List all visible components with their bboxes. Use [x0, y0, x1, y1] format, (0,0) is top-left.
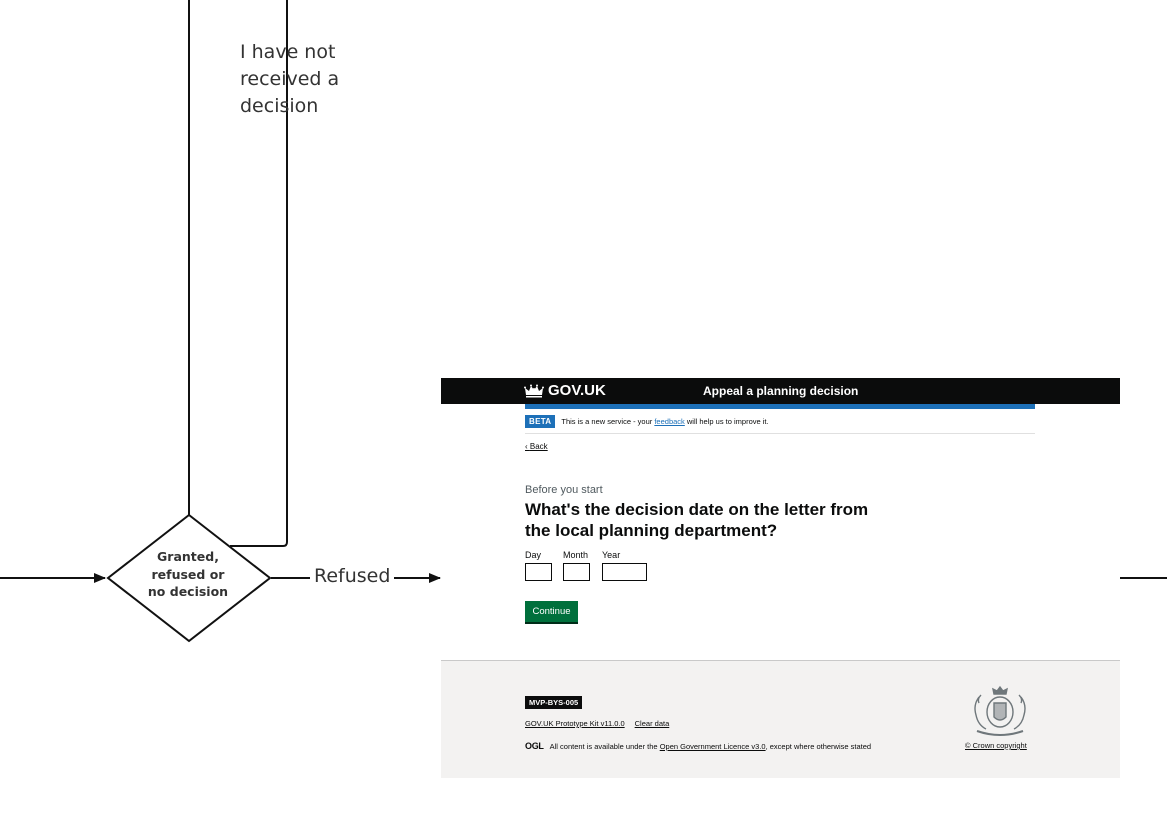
- beta-text-after: will help us to improve it.: [684, 417, 769, 426]
- screenshot-decision-date-page: GOV.UK Appeal a planning decision BETA T…: [441, 378, 1120, 778]
- licence-link[interactable]: Open Government Licence v3.0: [659, 741, 766, 751]
- crown-copyright-link[interactable]: © Crown copyright: [965, 741, 1027, 750]
- not-received-label: I have not received a decision: [240, 41, 340, 117]
- decision-node-label: Granted, refused or no decision: [120, 548, 256, 601]
- royal-crest-icon: [974, 685, 1026, 736]
- month-label: Month: [563, 550, 589, 560]
- month-field: Month: [563, 550, 590, 581]
- back-link-text: Back: [529, 442, 548, 451]
- beta-text: This is a new service - your feedback wi…: [561, 415, 768, 428]
- back-link[interactable]: ‹ Back: [525, 442, 548, 451]
- licence-row: OGL All content is available under the O…: [525, 741, 871, 751]
- licence-text-before: All content is available under the: [549, 741, 660, 751]
- day-input[interactable]: [525, 563, 552, 581]
- decision-node-line: Granted,: [157, 549, 219, 564]
- month-input[interactable]: [563, 563, 590, 581]
- gov-logo-text: GOV.UK: [548, 382, 606, 399]
- refused-label: Refused: [310, 563, 395, 590]
- page-title: What's the decision date on the letter f…: [525, 500, 869, 540]
- not-received-edge: [230, 0, 288, 547]
- page-caption: Before you start: [525, 484, 603, 496]
- decision-diamond: [106, 513, 272, 643]
- feedback-link[interactable]: feedback: [654, 417, 685, 426]
- year-label: Year: [602, 550, 621, 560]
- gov-logo[interactable]: GOV.UK: [524, 382, 606, 400]
- gov-header: GOV.UK Appeal a planning decision: [441, 378, 1120, 404]
- crown-icon: [524, 384, 544, 398]
- licence-text-after: , except where otherwise stated: [765, 741, 872, 751]
- day-field: Day: [525, 550, 552, 581]
- header-blue-bar: [525, 404, 1035, 409]
- prototype-kit-link[interactable]: GOV.UK Prototype Kit v11.0.0: [525, 719, 625, 728]
- year-input[interactable]: [602, 563, 647, 581]
- beta-tag: BETA: [525, 415, 556, 428]
- beta-text-before: This is a new service - your: [561, 417, 655, 426]
- continue-button[interactable]: Continue: [525, 601, 578, 622]
- ogl-logo: OGL: [525, 741, 544, 751]
- day-label: Day: [525, 550, 542, 560]
- decision-node-line: refused or: [151, 566, 225, 582]
- version-tag: MVP-BYS-005: [525, 696, 583, 709]
- phase-banner: BETA This is a new service - your feedba…: [525, 415, 1035, 434]
- decision-node-line: no decision: [147, 584, 229, 599]
- page-footer: MVP-BYS-005 GOV.UK Prototype Kit v11.0.0…: [441, 660, 1120, 778]
- licence-text: All content is available under the Open …: [550, 742, 871, 751]
- service-name[interactable]: Appeal a planning decision: [703, 384, 859, 398]
- year-field: Year: [602, 550, 647, 581]
- clear-data-link[interactable]: Clear data: [634, 719, 670, 728]
- footer-links: GOV.UK Prototype Kit v11.0.0 Clear data: [525, 719, 669, 728]
